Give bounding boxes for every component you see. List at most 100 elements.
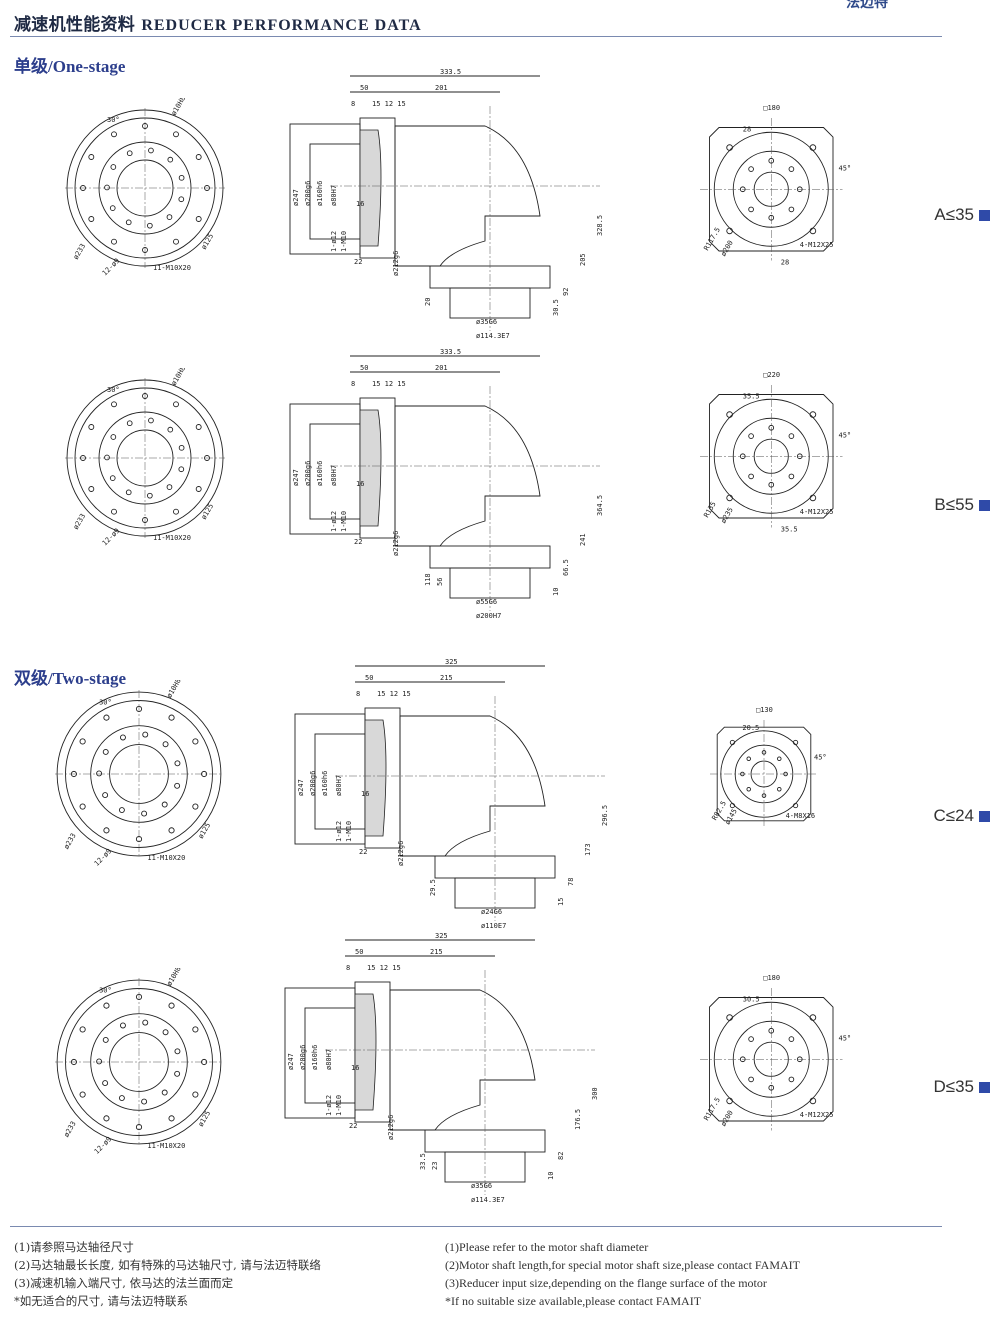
bolt-hole bbox=[168, 1115, 175, 1122]
height-2-label: 173 bbox=[584, 843, 592, 856]
mount-hole bbox=[729, 802, 736, 809]
thread-hole bbox=[147, 222, 153, 229]
bolt-hole bbox=[142, 517, 148, 523]
dia-212-label: ø212g6 bbox=[392, 251, 400, 276]
square-size-label: □130 bbox=[756, 706, 773, 714]
mount-hole bbox=[809, 144, 817, 151]
dia-200-label: ø200g6 bbox=[309, 771, 317, 796]
mount-hole bbox=[792, 739, 799, 746]
dim-mid-label: 201 bbox=[435, 364, 448, 372]
angle-label: 30° bbox=[107, 386, 120, 394]
dia-212-label: ø212g6 bbox=[387, 1115, 395, 1140]
thread-hole bbox=[125, 219, 132, 226]
thread-hole bbox=[166, 214, 173, 220]
height-3-label: 92 bbox=[562, 288, 570, 296]
height-1-label: 296.5 bbox=[601, 805, 609, 826]
bolt-hole bbox=[111, 508, 117, 515]
thread-hole bbox=[174, 782, 181, 789]
angle-label: 45° bbox=[839, 1034, 852, 1042]
mount-hole bbox=[729, 739, 736, 746]
page-title-en: REDUCER PERFORMANCE DATA bbox=[141, 17, 422, 34]
inner-hole bbox=[768, 1084, 775, 1091]
inner-hole bbox=[748, 1076, 754, 1083]
thread-hole bbox=[161, 801, 168, 808]
bolt-hole bbox=[201, 770, 208, 778]
size-label-b: B≤55 bbox=[934, 495, 990, 515]
mount-hole bbox=[809, 227, 817, 235]
dia-247-label: ø247 bbox=[292, 189, 300, 206]
dia-247-label: ø247 bbox=[287, 1053, 295, 1070]
header-divider bbox=[10, 36, 942, 37]
thread-hole bbox=[110, 434, 117, 440]
shaft-dia-label: ø35G6 bbox=[476, 318, 497, 326]
square-flange bbox=[716, 726, 812, 822]
height-1-label: 328.5 bbox=[596, 215, 604, 236]
thread-hole bbox=[102, 748, 109, 755]
thread-hole bbox=[126, 420, 133, 427]
cross-hatch-section bbox=[364, 719, 387, 837]
mount-hole bbox=[726, 144, 733, 151]
mount-hole bbox=[726, 1097, 733, 1105]
dia-212-label: ø212g6 bbox=[392, 531, 400, 556]
thread-hole bbox=[141, 1098, 148, 1105]
thread-hole bbox=[141, 810, 148, 817]
height-4-label: 30.5 bbox=[552, 299, 560, 316]
dim-small-label: 15 12 15 bbox=[367, 964, 401, 972]
thread-label: 11-M10X20 bbox=[147, 1142, 185, 1150]
width-1-label: 20.5 bbox=[742, 724, 759, 732]
pin-hole-label: ø10H8X10 bbox=[165, 968, 189, 987]
dia-200-label: ø200g6 bbox=[304, 181, 312, 206]
pin-hole-label: ø10H8X10 bbox=[170, 368, 194, 387]
bolt-hole bbox=[201, 1058, 208, 1066]
radius-label: R135 bbox=[702, 500, 717, 519]
bolt-hole bbox=[80, 185, 86, 191]
hole-count-label: 12-ø9 bbox=[93, 1135, 114, 1156]
width-1-label: 35.5 bbox=[743, 392, 760, 400]
inner-hole bbox=[761, 750, 767, 755]
inner-hole bbox=[748, 166, 754, 172]
bolt-hole bbox=[80, 455, 86, 461]
pcd-label: ø200 bbox=[720, 239, 735, 258]
height-1-label: 300 bbox=[591, 1087, 599, 1100]
dia-80-label: ø80H7 bbox=[330, 465, 338, 486]
inner-hole bbox=[768, 1027, 775, 1034]
thread-hole bbox=[161, 1089, 168, 1096]
bolt-hole bbox=[192, 803, 199, 810]
bolt-hole bbox=[135, 993, 143, 1000]
height-4-label: 10 bbox=[547, 1172, 555, 1180]
note-en-3: (3)Reducer input size,depending on the f… bbox=[445, 1276, 767, 1290]
dia-247-label: ø247 bbox=[292, 469, 300, 486]
page-title-cn: 减速机性能资料 bbox=[14, 15, 136, 35]
dim-22-label: 22 bbox=[359, 848, 367, 856]
bolt-hole bbox=[135, 836, 143, 843]
thread-m10-label: 1-M10 bbox=[335, 1095, 343, 1116]
footer-divider bbox=[10, 1226, 942, 1227]
thread-hole bbox=[110, 164, 117, 170]
height-2-label: 176.5 bbox=[574, 1109, 582, 1130]
thread-hole bbox=[125, 489, 132, 496]
bolt-hole bbox=[192, 1091, 199, 1098]
inner-hole bbox=[739, 1056, 746, 1063]
cross-hatch-section bbox=[354, 993, 377, 1111]
bolt-hole bbox=[103, 827, 110, 834]
inner-hole bbox=[768, 157, 775, 164]
bolt-circle-label: ø125 bbox=[197, 821, 212, 840]
bolt-hole bbox=[168, 714, 175, 721]
dim-50-label: 50 bbox=[360, 364, 368, 372]
shaft-dia-label: ø24G6 bbox=[481, 908, 502, 916]
dia-200-label: ø200g6 bbox=[304, 461, 312, 486]
inner-hole bbox=[788, 1036, 795, 1042]
mount-hole bbox=[726, 411, 733, 418]
pcd-label: ø200 bbox=[720, 1109, 735, 1128]
dim-mid-label: 215 bbox=[440, 674, 453, 682]
square-flange bbox=[709, 997, 834, 1122]
thread-hole bbox=[142, 731, 149, 738]
bolt-hole bbox=[88, 424, 95, 430]
inner-hole bbox=[761, 793, 767, 798]
